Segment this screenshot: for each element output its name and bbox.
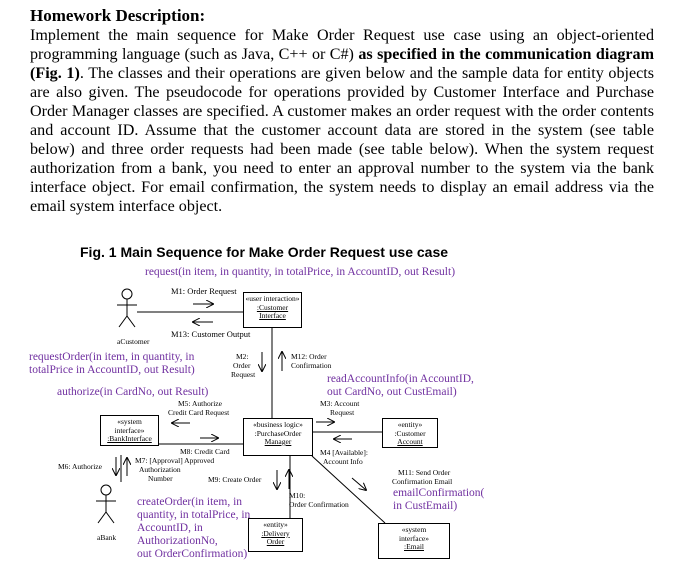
msg-m2-2: Order: [233, 361, 251, 370]
customer-account-name-2: Account: [397, 437, 423, 446]
delivery-order-stereotype: «entity»: [263, 520, 288, 529]
msg-m10-1: M10:: [289, 491, 306, 500]
purchase-order-manager-object: «business logic» :PurchaseOrder Manager: [243, 418, 313, 456]
bank-interface-stereotype-1: «system: [117, 417, 142, 426]
msg-m2-1: M2:: [236, 352, 249, 361]
customer-account-stereotype: «entity»: [397, 420, 423, 429]
homework-description: Implement the main sequence for Make Ord…: [30, 26, 654, 216]
bank-interface-stereotype-2: interface»: [114, 425, 145, 435]
customer-interface-name-2: Interface: [259, 311, 286, 320]
customer-interface-object: «user interaction» :Customer Interface: [243, 292, 302, 328]
msg-m2-3: Request: [231, 370, 256, 379]
msg-m12-2: Confirmation: [291, 361, 332, 370]
customer-account-name-1: :Customer: [394, 428, 426, 438]
msg-m12-1: M12: Order: [291, 352, 327, 361]
arrow-m11: [351, 477, 366, 490]
op-create-order-5: out OrderConfirmation): [137, 548, 248, 560]
op-read-account-info-1: readAccountInfo(in AccountID,: [327, 373, 474, 385]
bank-interface-name: :BankInterface: [107, 434, 152, 443]
customer-interface-stereotype: «user interaction»: [245, 294, 300, 303]
op-create-order-2: quantity, in totalPrice, in: [137, 509, 251, 521]
msg-m7-2: Authorization: [139, 465, 181, 474]
description-text-continued: . The classes and their operations are g…: [30, 65, 654, 215]
description-text: Implement the main sequence for Make Ord…: [30, 27, 654, 63]
msg-m10-2: Order Confirmation: [289, 500, 349, 509]
msg-m6: M6: Authorize: [58, 462, 102, 471]
delivery-order-object: «entity» :Delivery Order: [248, 518, 303, 552]
msg-m4-1: M4 [Available]:: [320, 448, 368, 457]
actor-bank-label: aBank: [97, 533, 117, 542]
customer-interface-name-1: :Customer: [256, 302, 289, 312]
op-create-order-1: createOrder(in item, in: [137, 496, 243, 508]
customer-actor-icon: [117, 288, 137, 328]
figure-title: Fig. 1 Main Sequence for Make Order Requ…: [80, 244, 449, 260]
op-email-confirmation-2: in CustEmail): [393, 500, 458, 512]
msg-m9: M9: Create Order: [208, 475, 262, 484]
msg-m4-2: Account Info: [323, 457, 363, 466]
po-manager-stereotype: «business logic»: [253, 420, 303, 429]
customer-account-object: «entity» :Customer Account: [382, 418, 438, 448]
op-create-order-3: AccountID, in: [137, 522, 203, 534]
msg-m5-1: M5: Authorize: [178, 399, 222, 408]
msg-m13: M13: Customer Output: [171, 329, 251, 339]
op-read-account-info-2: out CardNo, out CustEmail): [327, 386, 457, 398]
description-bold-text: as specified in the communication diagra…: [30, 46, 655, 82]
op-authorize: authorize(in CardNo, out Result): [57, 386, 209, 398]
email-interface-object: «system interface» :Email: [378, 523, 450, 559]
po-manager-name-2: Manager: [264, 437, 292, 446]
msg-m5-2: Credit Card Request: [168, 408, 230, 417]
homework-heading: Homework Description:: [30, 6, 206, 25]
email-interface-stereotype-1: «system: [401, 525, 427, 534]
op-request-order-1: requestOrder(in item, in quantity, in: [29, 351, 195, 363]
msg-m1: M1: Order Request: [171, 286, 237, 296]
msg-m7-1: M7: [Approval] Approved: [135, 456, 215, 465]
op-create-order-4: AuthorizationNo,: [137, 535, 218, 547]
delivery-order-name-2: Order: [266, 537, 285, 546]
msg-m3-1: M3: Account: [320, 399, 360, 408]
link-manager-email: [311, 455, 386, 524]
email-interface-stereotype-2: interface»: [399, 533, 429, 543]
msg-m8: M8: Credit Card: [180, 447, 230, 456]
op-email-confirmation-1: emailConfirmation(: [393, 487, 485, 499]
op-request: request(in item, in quantity, in totalPr…: [145, 266, 456, 278]
bank-actor-icon: [96, 484, 116, 524]
bank-interface-object: «system interface» :BankInterface: [100, 415, 159, 446]
msg-m11-2: Confirmation Email: [392, 477, 453, 486]
msg-m7-3: Number: [148, 474, 173, 483]
delivery-order-name-1: :Delivery: [261, 528, 290, 538]
actor-customer-label: aCustomer: [117, 337, 150, 346]
op-request-order-2: totalPrice in AccountID, out Result): [29, 364, 195, 376]
po-manager-name-1: :PurchaseOrder: [254, 428, 302, 438]
email-interface-name: :Email: [404, 542, 424, 551]
msg-m11-1: M11: Send Order: [398, 468, 451, 477]
msg-m3-2: Request: [330, 408, 355, 417]
